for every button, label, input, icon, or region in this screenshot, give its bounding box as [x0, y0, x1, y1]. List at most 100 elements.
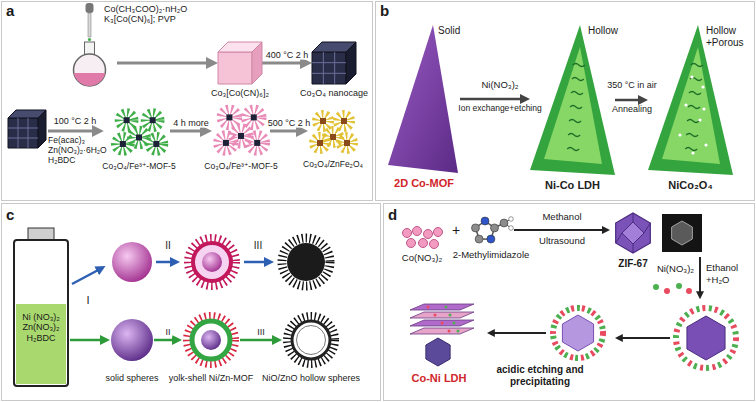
- autoclave: Ni (NO₃)₂ Zn(NO₃)₂ H₂BDC: [12, 228, 70, 388]
- arrow-connector: [117, 62, 208, 65]
- ion-ring: [553, 308, 603, 358]
- oxide-sheet: Hollow +PorousNiCo₂O₄: [648, 25, 733, 175]
- mof-sheet-shape: [388, 25, 460, 173]
- hollow-sphere: NiO/ZnO hollow spheres: [282, 311, 340, 369]
- text-holder: c: [6, 206, 14, 223]
- step-label: acidic etching and precipitating: [484, 364, 596, 387]
- yolk-shell-sphere: yolk-shell Ni/Zn-MOF: [182, 311, 240, 369]
- panel-letter: b: [380, 2, 389, 19]
- cube-face: [38, 110, 46, 148]
- text-holder: Solid: [438, 25, 460, 37]
- text-holder: 400 °C 2 h: [264, 50, 311, 60]
- arrow-connector: [240, 339, 274, 342]
- text-holder: Methanol: [542, 212, 581, 223]
- edge-label: 500 °C 2 h: [266, 118, 313, 128]
- dropper: [86, 3, 94, 41]
- process-arrow: [618, 337, 670, 339]
- reaction-flask-shape: [62, 42, 117, 87]
- arrow-connector: [70, 339, 102, 342]
- node-text: Co₃O₄ nanocage: [300, 88, 368, 98]
- text-holder: Zn(NO₃)₂·6H₂O: [48, 146, 107, 156]
- node-text: ZIF-67: [618, 258, 647, 270]
- text-holder: Hollow: [588, 25, 618, 37]
- arrow-connector: [154, 339, 174, 342]
- node-text: Co₃[Co(CN)₆]₂: [211, 88, 269, 98]
- cube-particle: Co₃[Co(CN)₆]₂: [218, 42, 262, 84]
- node-text: Co₃O₄/Fe³⁺-MOF-5: [102, 162, 175, 172]
- condition-label: Annealing: [612, 104, 652, 114]
- arrow-connector: [460, 98, 522, 101]
- drop: [88, 38, 91, 41]
- reagent-label: Ni(NO₃)₂: [481, 80, 518, 91]
- ion-ring: [553, 308, 603, 358]
- text-holder: Annealing: [612, 104, 652, 114]
- text-holder: Ultrasound: [539, 236, 585, 247]
- arrow-connector: [170, 130, 202, 133]
- yolk-shell-sphere-shape: [182, 311, 240, 369]
- cube-particle-shape: [218, 42, 262, 84]
- reagent-label: Ethanol: [706, 263, 738, 274]
- text-holder: II: [165, 240, 171, 252]
- step-number: III: [254, 240, 262, 252]
- text-holder: 2-Methylimidazole: [453, 250, 530, 261]
- cube-grid: [8, 138, 38, 139]
- process-arrow: [48, 130, 99, 133]
- mof-sheet: Solid2D Co-MOF: [388, 25, 460, 173]
- condition-label: Ion exchange+etching: [458, 104, 541, 114]
- text-holder: Co₃O₄/Fe³⁺-MOF-5: [204, 162, 277, 172]
- ldh-stack: Co-Ni LDH: [398, 300, 480, 368]
- node-text: Hollow: [588, 25, 618, 37]
- node-text: Ni-Co LDH: [545, 179, 600, 192]
- text-holder: NiO/ZnO hollow spheres: [262, 373, 360, 383]
- process-arrow: [72, 268, 102, 284]
- panel-letter: d: [388, 206, 397, 223]
- edge-label: III: [255, 327, 267, 337]
- edge-label: 4 h more: [171, 118, 211, 128]
- node-text: Solid: [438, 25, 460, 37]
- node-text: 2-Methylimidazole: [453, 250, 530, 261]
- zif-polyhedron-shape: [610, 212, 656, 254]
- text-holder: Ni(NO₃)₂: [481, 80, 518, 91]
- cube-grid: [8, 128, 38, 129]
- reaction-flask: Co(CH₃COO)₂·nH₂O K₃[Co(CN)₆]; PVP: [62, 42, 117, 87]
- nanocage-particle-shape: [312, 42, 356, 84]
- reagent-label: Ni(NO₃)₂: [657, 264, 694, 275]
- text-holder: Co₃O₄/Fe³⁺-MOF-5: [102, 162, 175, 172]
- sem-photo: [662, 214, 702, 252]
- arrow-connector: [270, 130, 298, 133]
- etched-particle: [562, 315, 593, 351]
- panel-frame: [2, 204, 381, 401]
- dropper-tube: [88, 13, 91, 37]
- text-holder: III: [254, 240, 262, 252]
- text-holder: Hollow +Porous: [706, 25, 750, 48]
- text-holder: yolk-shell Ni/Zn-MOF: [169, 373, 254, 383]
- text-holder: H₂BDC: [48, 156, 75, 166]
- condition-label: Methanol: [542, 212, 581, 223]
- panel-frame: [384, 204, 755, 401]
- cube-face: [8, 118, 38, 148]
- panel-frame: [376, 2, 755, 201]
- node-text: Co(NO₃)₂: [402, 253, 442, 264]
- rod-cluster: Co₃O₄/Fe³⁺-MOF-5: [108, 104, 170, 158]
- reagent-label: Fe(acac)₃: [48, 136, 85, 146]
- process-arrow: [244, 261, 270, 264]
- text-holder: 2D Co-MOF: [394, 177, 454, 190]
- text-holder: ZIF-67: [618, 258, 647, 270]
- sem-particle: [672, 221, 693, 245]
- panel-frame: [2, 2, 373, 201]
- reagent-label: H₂BDC: [48, 156, 75, 166]
- ldh-sheet-shape: [530, 25, 615, 175]
- text-holder: Co₃[Co(CN)₆]₂: [211, 88, 269, 98]
- reagent-label: +H₂O: [706, 275, 730, 286]
- node-text: NiO/ZnO hollow spheres: [262, 373, 360, 383]
- text-holder: III: [255, 327, 267, 337]
- text-holder: Co₃O₄/ZnFe₂O₄: [303, 160, 363, 170]
- text-holder: Ni-Co LDH: [545, 179, 600, 192]
- edge-label: II: [163, 327, 172, 337]
- process-arrow: [490, 332, 546, 334]
- yolk-core: [202, 252, 222, 272]
- nanocage-cube: [8, 110, 46, 148]
- yolk-shell: [193, 243, 231, 281]
